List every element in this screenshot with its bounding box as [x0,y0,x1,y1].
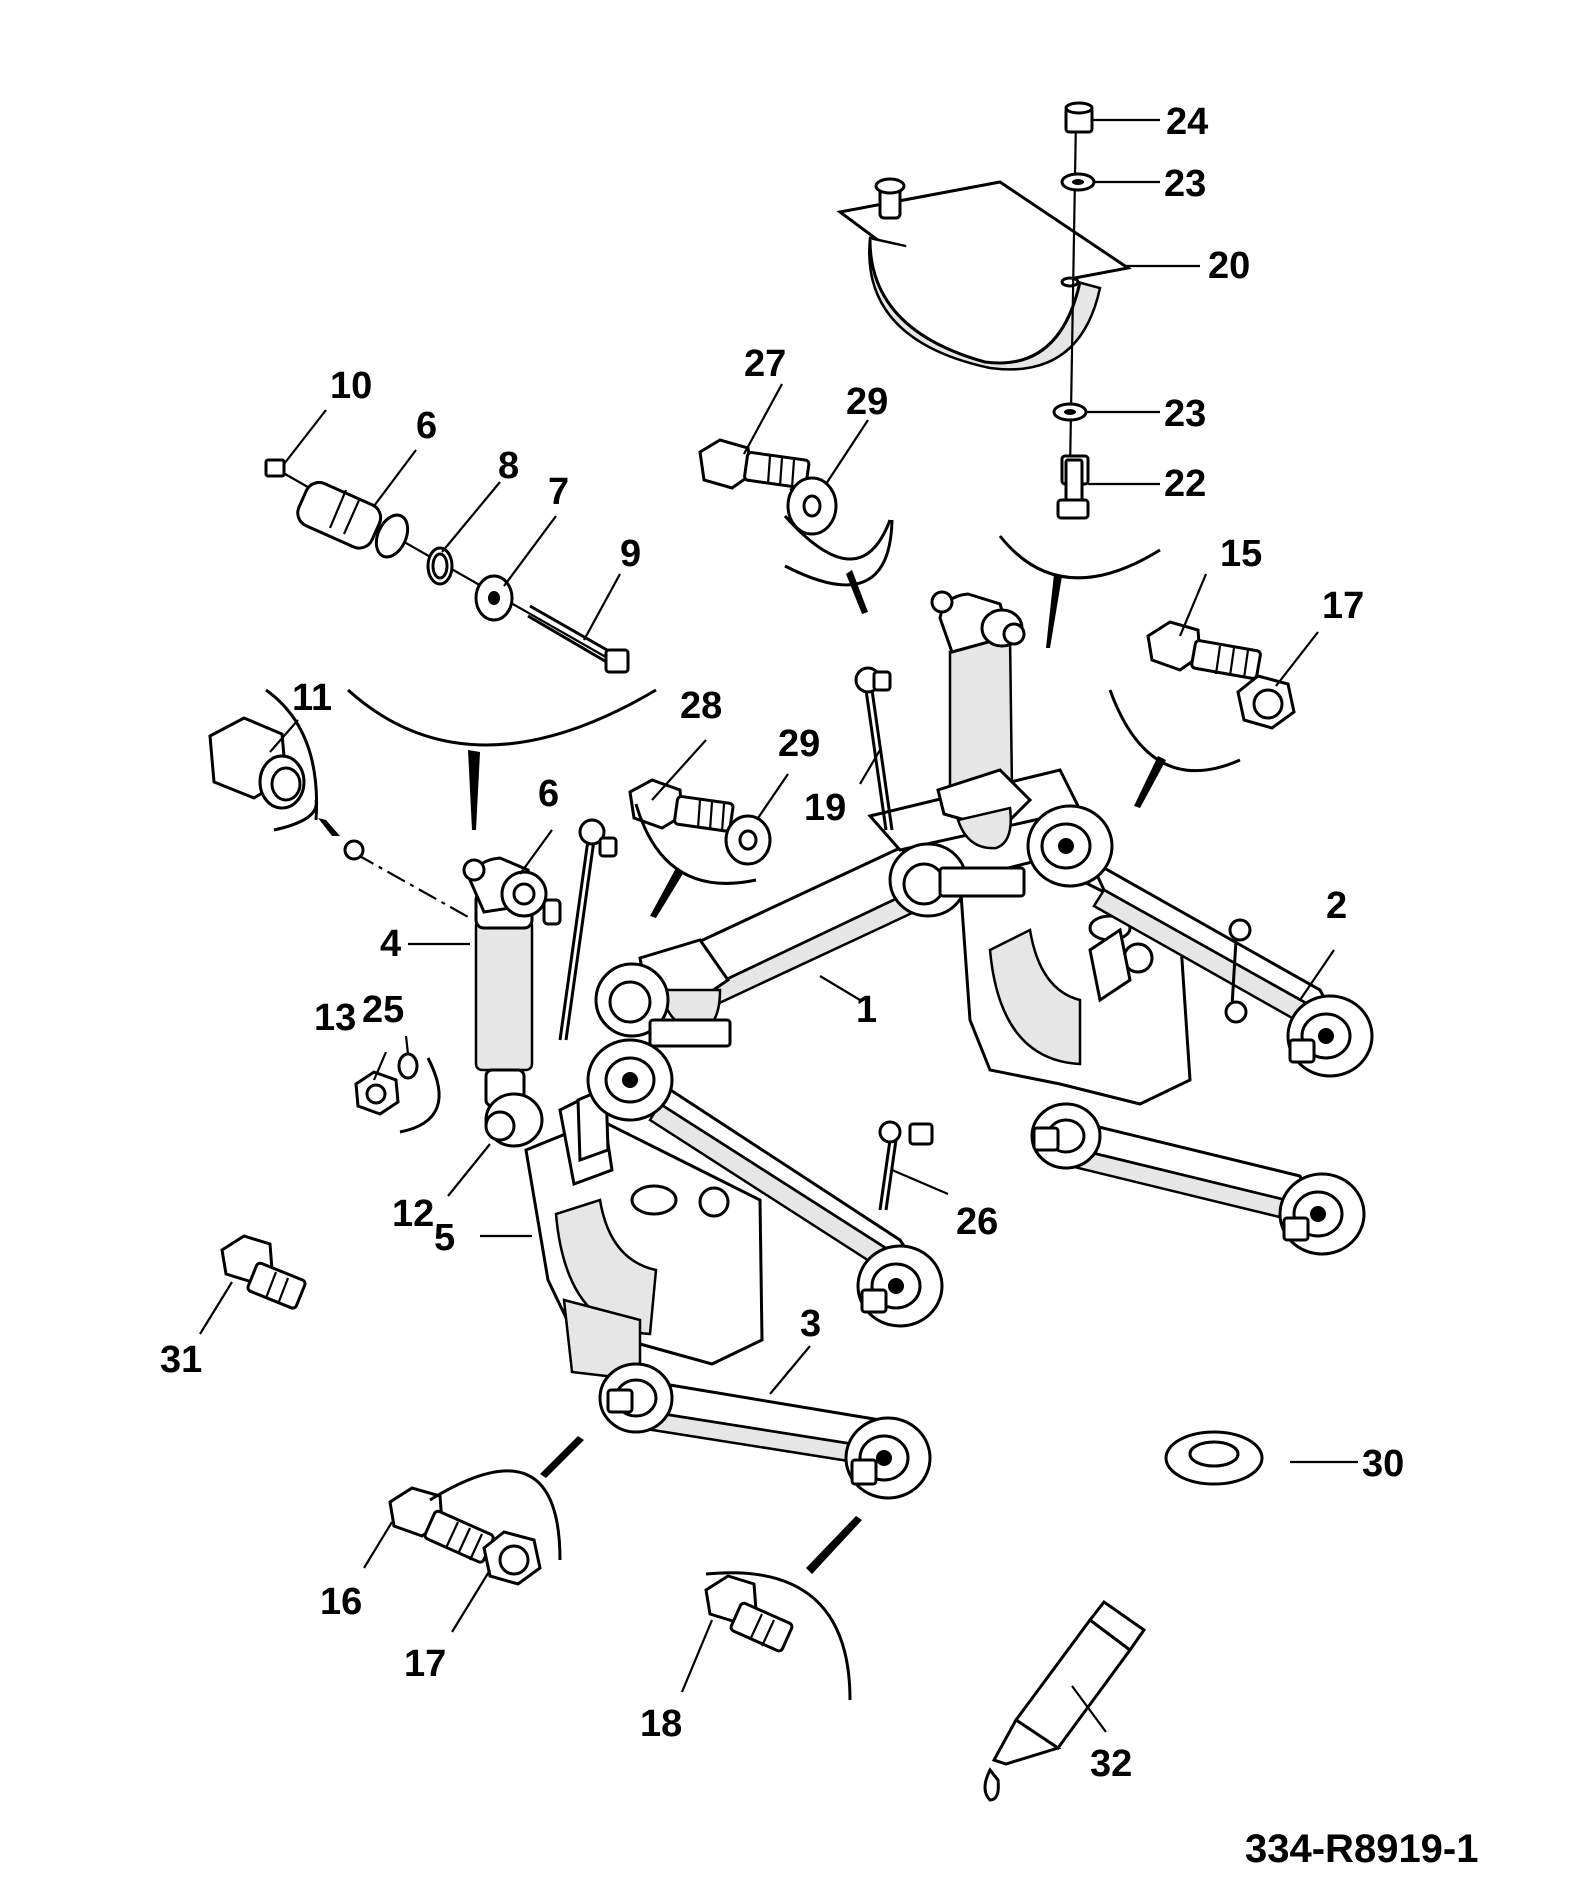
callout-label: 13 [314,997,356,1039]
callout-label: 9 [620,533,641,575]
callout-label: 25 [362,989,404,1031]
callout-label: 6 [416,405,437,447]
nut-13-washer-25 [354,1052,419,1116]
upper-arm-right [1026,804,1374,1078]
bracket-plate-part [836,177,1132,371]
callout-label: 15 [1220,533,1262,575]
callout-label: 26 [956,1201,998,1243]
callout-label: 16 [320,1581,362,1623]
callout-label: 19 [804,787,846,829]
callout-label: 7 [548,471,569,513]
callout-label: 4 [380,923,401,965]
callout-label: 20 [1208,245,1250,287]
callout-label: 29 [778,723,820,765]
callout-label: 31 [160,1339,202,1381]
cross-tube-bushings [594,842,1026,1048]
leader-lines [199,118,1358,1733]
callout-label: 22 [1164,463,1206,505]
callout-label: 5 [434,1217,455,1259]
callout-label: 6 [538,773,559,815]
sealant-tube [983,1599,1147,1802]
washer-30 [1164,1430,1264,1486]
callout-label: 11 [292,677,332,719]
callout-labels: 1 2 3 4 5 6 6 7 8 9 10 11 12 13 15 16 17… [160,101,1404,1785]
callout-label: 32 [1090,1743,1132,1785]
bolt-28-and-washer [628,778,772,866]
fitting-part [208,716,471,919]
callout-label: 8 [498,445,519,487]
lower-arm-left [598,1362,932,1500]
callout-label: 23 [1164,393,1206,435]
callout-label: 1 [856,989,877,1031]
callout-label: 28 [680,685,722,727]
callout-label: 12 [392,1193,434,1235]
bolt-16-and-nut [388,1486,542,1586]
drawing-reference-code: 334-R8919-1 [1245,1827,1479,1871]
callout-label: 10 [330,365,372,407]
callout-label: 29 [846,381,888,423]
callout-label: 3 [800,1303,821,1345]
vertical-fastener-stack [1052,101,1096,520]
callout-label: 30 [1362,1443,1404,1485]
callout-label: 2 [1326,885,1347,927]
bolt-18 [704,1574,794,1653]
callout-label: 17 [404,1643,446,1685]
callout-label: 24 [1166,101,1208,143]
lower-arm-right [1030,1102,1366,1256]
shock-absorber-part [462,856,562,1148]
upper-arm-left [586,1038,944,1328]
detail-callout-arcs [265,515,1241,1701]
bolt-15-and-nut [1146,620,1296,730]
bolt-27-and-washer [698,438,838,536]
linkage-rods [558,666,1252,1211]
callout-label: 23 [1164,163,1206,205]
upper-mount-right [930,590,1033,850]
shock-mount-hardware-row [264,458,630,674]
callout-label: 17 [1322,585,1364,627]
callout-label: 18 [640,1703,682,1745]
bolt-31 [220,1234,307,1310]
callout-label: 27 [744,343,786,385]
